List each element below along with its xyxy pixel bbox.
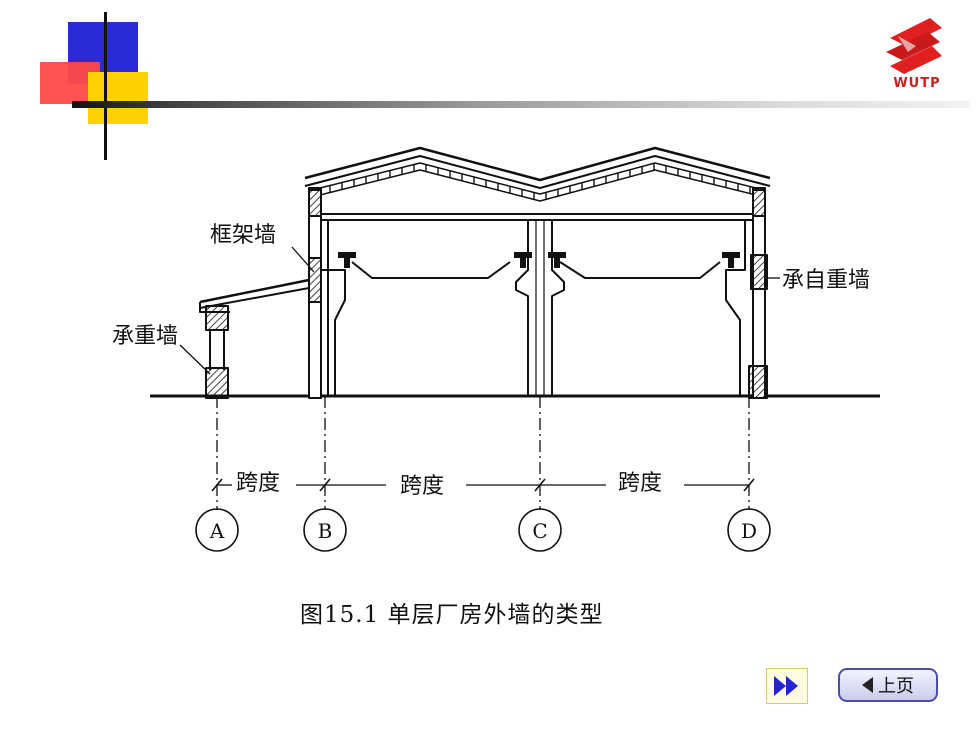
axis-circle-a bbox=[195, 508, 239, 552]
next-page-button[interactable] bbox=[766, 668, 808, 704]
triangle-left-icon bbox=[862, 677, 873, 693]
label-self-bearing-wall: 承自重墙 bbox=[782, 268, 870, 293]
axis-circle-c bbox=[518, 508, 562, 552]
span-label-cd: 跨度 bbox=[618, 471, 662, 496]
double-arrow-right-icon bbox=[774, 676, 798, 696]
publisher-logo-icon bbox=[886, 18, 942, 74]
decor-vertical-line bbox=[104, 12, 107, 160]
decor-yellow-square bbox=[88, 72, 148, 124]
previous-page-label: 上页 bbox=[878, 676, 914, 697]
previous-page-button[interactable]: 上页 bbox=[838, 668, 938, 702]
axis-label-a: A bbox=[209, 519, 225, 543]
decor-gradient-rule bbox=[72, 101, 970, 108]
logo-text: WUTP bbox=[893, 76, 941, 91]
span-label-ab: 跨度 bbox=[236, 471, 280, 496]
axis-label-c: C bbox=[532, 519, 547, 543]
label-load-bearing-wall: 承重墙 bbox=[112, 324, 178, 349]
axis-label-b: B bbox=[318, 519, 333, 543]
span-label-bc: 跨度 bbox=[400, 474, 444, 499]
axis-circle-d bbox=[727, 508, 771, 552]
label-frame-wall: 框架墙 bbox=[210, 223, 276, 248]
axis-label-d: D bbox=[741, 519, 757, 543]
figure-caption: 图15.1 单层厂房外墙的类型 bbox=[300, 602, 604, 628]
axis-circle-b bbox=[303, 508, 347, 552]
